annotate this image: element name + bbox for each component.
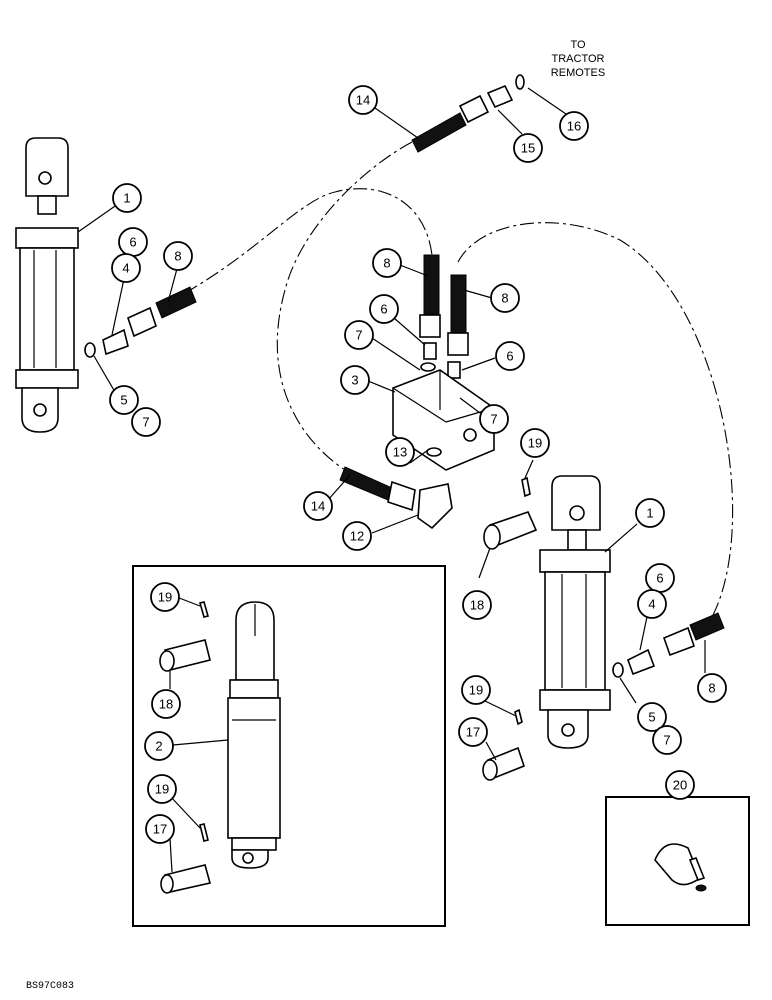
note-line-3: REMOTES [551,67,605,79]
right-hydraulic-cylinder [539,475,611,749]
callout-6-center-left: 6 [369,294,399,324]
svg-text:7: 7 [355,328,362,343]
callout-14-center: 14 [303,491,333,521]
callout-13: 13 [385,437,415,467]
svg-text:5: 5 [648,710,655,725]
callout-8-center-right: 8 [490,283,520,313]
callout-8-left: 8 [163,241,193,271]
callout-18-inset: 18 [151,689,181,719]
svg-text:12: 12 [350,529,364,544]
callout-7-center-left: 7 [344,320,374,350]
svg-text:1: 1 [123,191,130,206]
callout-4-left: 4 [111,253,141,283]
callout-17-inset: 17 [145,814,175,844]
inset-frame [132,565,446,927]
left-fittings [84,286,197,358]
callout-19-inset-bottom: 19 [147,774,177,804]
callout-12: 12 [342,521,372,551]
top-hose-assembly [411,74,525,153]
svg-text:8: 8 [708,681,715,696]
callout-17-lower: 17 [458,717,488,747]
callout-16: 16 [559,111,589,141]
svg-text:8: 8 [383,256,390,271]
callout-7-center-right: 7 [479,404,509,434]
svg-text:2: 2 [155,739,162,754]
callout-3: 3 [340,365,370,395]
selector-valve-assembly [339,254,495,530]
callout-6-center-right: 6 [495,341,525,371]
callout-5-left: 5 [109,385,139,415]
svg-text:6: 6 [380,302,387,317]
svg-text:4: 4 [122,261,129,276]
svg-text:6: 6 [656,571,663,586]
svg-text:3: 3 [351,373,358,388]
callout-5-right: 5 [637,702,667,732]
tie-strap [654,843,707,892]
leader-lines [77,87,706,873]
svg-text:6: 6 [506,349,513,364]
callout-8-right: 8 [697,673,727,703]
svg-text:7: 7 [142,415,149,430]
callout-19-inset-top: 19 [150,582,180,612]
note-line-2: TRACTOR [552,53,605,65]
svg-text:19: 19 [158,590,172,605]
center-pin-parts [482,476,538,781]
svg-text:7: 7 [490,412,497,427]
reference-code: BS97C083 [26,981,74,992]
callout-1-right: 1 [635,498,665,528]
svg-text:7: 7 [663,733,670,748]
callout-20: 20 [665,770,695,800]
callout-8-center-left: 8 [372,248,402,278]
right-fittings [612,612,725,678]
svg-text:19: 19 [469,683,483,698]
callout-6-left: 6 [118,227,148,257]
callout-7-right: 7 [652,725,682,755]
svg-text:8: 8 [174,249,181,264]
svg-text:19: 19 [528,436,542,451]
callout-4-right: 4 [637,589,667,619]
note-line-1: TO [570,39,586,51]
svg-text:4: 4 [648,597,655,612]
svg-text:1: 1 [646,506,653,521]
callout-14-top: 14 [348,85,378,115]
left-hydraulic-cylinder [15,137,79,433]
svg-text:14: 14 [356,93,370,108]
svg-text:20: 20 [673,778,687,793]
svg-text:18: 18 [470,598,484,613]
svg-text:19: 19 [155,782,169,797]
svg-text:8: 8 [501,291,508,306]
svg-text:17: 17 [153,822,167,837]
svg-text:15: 15 [521,141,535,156]
callout-2: 2 [144,731,174,761]
hose-routes [184,141,734,616]
tractor-remotes-note: TO TRACTOR REMOTES [551,39,605,79]
svg-text:6: 6 [129,235,136,250]
callout-15: 15 [513,133,543,163]
callout-7-left: 7 [131,407,161,437]
svg-text:5: 5 [120,393,127,408]
callout-19-center: 19 [520,428,550,458]
svg-text:16: 16 [567,119,581,134]
callout-18-center: 18 [462,590,492,620]
svg-text:18: 18 [159,697,173,712]
svg-text:14: 14 [311,499,325,514]
svg-text:13: 13 [393,445,407,460]
callout-1-left: 1 [112,183,142,213]
svg-text:17: 17 [466,725,480,740]
callout-6-right: 6 [645,563,675,593]
callout-19-lower: 19 [461,675,491,705]
inset-cylinder [159,601,281,894]
